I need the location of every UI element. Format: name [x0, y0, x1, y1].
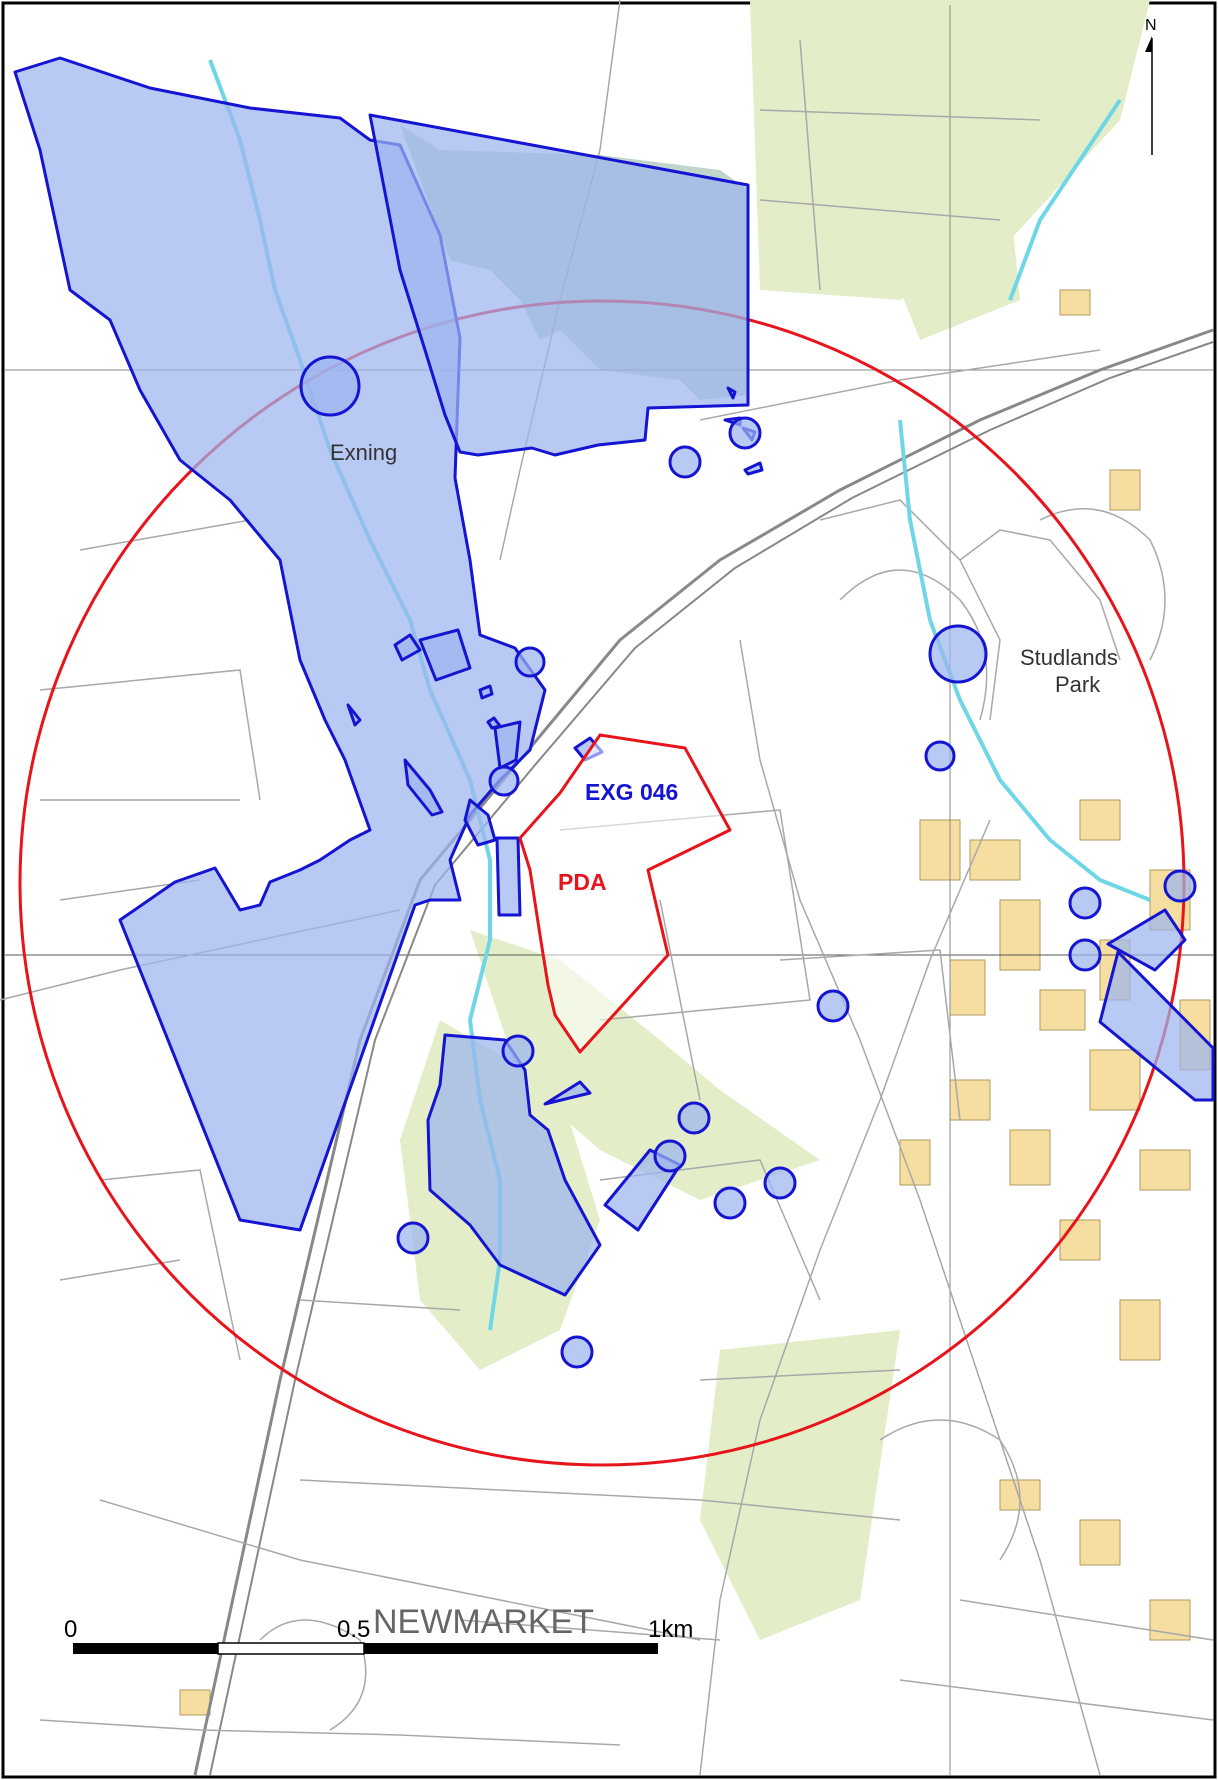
north-arrow-head — [1145, 36, 1152, 52]
pda-boundary — [518, 733, 732, 1054]
heritage-area-triangle — [543, 1080, 592, 1106]
scale-bar: 0 0.5 1km — [64, 1616, 693, 1655]
heritage-area-strip — [495, 836, 522, 917]
heritage-area-block-i — [486, 716, 502, 730]
heritage-area-block-g — [346, 703, 362, 727]
scale-bar-segment-3 — [364, 1643, 658, 1654]
heritage-area-the-marsh — [426, 1033, 602, 1297]
newmarket-label: NEWMARKET — [373, 1603, 594, 1641]
heritage-area-block-c — [493, 720, 522, 770]
heritage-area-exning-park — [368, 113, 750, 457]
scale-bar-segment-2 — [217, 1642, 365, 1655]
heritage-area-block-a — [418, 628, 472, 682]
north-arrow: N — [1145, 17, 1157, 155]
heritage-area-block-f — [403, 758, 444, 817]
heritage-area-block-d — [463, 798, 497, 847]
heritage-area-block-b — [393, 633, 422, 662]
heritage-polygons — [13, 56, 1215, 1297]
north-arrow-label: N — [1145, 17, 1157, 34]
heritage-area-railway-east — [1106, 908, 1187, 972]
heritage-points — [299, 355, 1197, 1369]
exning-label: Exning — [330, 440, 397, 465]
studlands-label: Studlands — [1020, 645, 1118, 670]
scale-bar-label-half: 0.5 — [337, 1616, 370, 1643]
heritage-area-block-k — [726, 386, 737, 400]
scale-bar-segment-1 — [73, 1643, 218, 1654]
heritage-area-block-l — [743, 461, 764, 476]
heritage-area-block-h — [478, 684, 494, 700]
scale-bar-label-end: 1km — [648, 1616, 693, 1643]
exg-label: EXG 046 — [585, 779, 678, 805]
scale-bar-label-zero: 0 — [64, 1616, 77, 1643]
park-label: Park — [1055, 672, 1101, 697]
heritage-area-east-edge — [1098, 950, 1215, 1102]
pda-label: PDA — [558, 869, 607, 895]
